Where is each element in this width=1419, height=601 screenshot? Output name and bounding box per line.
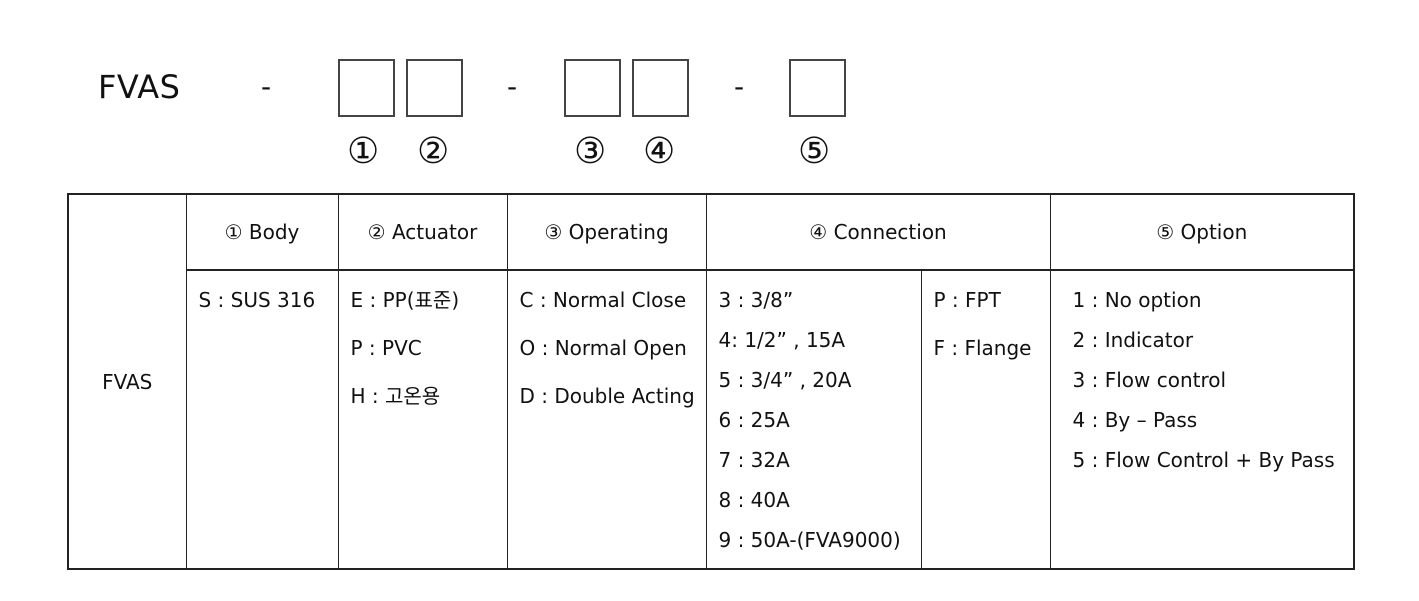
actuator-option: P : PVC (350, 336, 422, 360)
header-row: FVAS ① Body ② Actuator ③ Operating ④ Con… (67, 193, 1356, 570)
marker-5: ⑤ (798, 131, 831, 172)
model-prefix: FVAS (98, 68, 181, 106)
separator-dash: - (734, 70, 745, 103)
options-row: S : SUS 316 E : PP(표준) P : PVC H : 고온용 C… (68, 269, 1356, 570)
marker-1: ① (347, 131, 380, 172)
operating-option: C : Normal Close (519, 288, 687, 312)
connection-size-option: 4: 1/2” , 15A (718, 328, 846, 352)
body-cell: S : SUS 316 (185, 269, 339, 570)
connection-size-option: 9 : 50A-(FVA9000) (718, 528, 901, 552)
header-operating: ③ Operating (506, 193, 707, 271)
actuator-cell: E : PP(표준) P : PVC H : 고온용 (337, 269, 508, 570)
operating-cell: C : Normal Close O : Normal Open D : Dou… (506, 269, 707, 570)
actuator-option: E : PP(표준) (350, 288, 460, 312)
option-cell: 1 : No option 2 : Indicator 3 : Flow con… (1049, 269, 1356, 570)
code-box-connection (632, 59, 689, 117)
operating-option: O : Normal Open (519, 336, 687, 360)
option-item: 1 : No option (1072, 288, 1202, 312)
connection-size-option: 7 : 32A (718, 448, 790, 472)
code-box-body (338, 59, 395, 117)
connection-size-option: 8 : 40A (718, 488, 790, 512)
separator-dash: - (507, 70, 518, 103)
operating-option: D : Double Acting (519, 384, 695, 408)
connection-size-option: 6 : 25A (718, 408, 790, 432)
separator-dash: - (261, 70, 272, 103)
header-option: ⑤ Option (1049, 193, 1356, 271)
connection-size-option: 5 : 3/4” , 20A (718, 368, 852, 392)
brand-cell: FVAS (67, 193, 187, 570)
code-box-option (789, 59, 846, 117)
connection-size-option: 3 : 3/8” (718, 288, 794, 312)
header-actuator: ② Actuator (337, 193, 508, 271)
header-body: ① Body (185, 193, 339, 271)
model-code-row: FVAS - - - ① ② ③ ④ ⑤ (0, 0, 1419, 190)
body-option: S : SUS 316 (198, 288, 316, 312)
actuator-option: H : 고온용 (350, 384, 441, 408)
marker-3: ③ (574, 131, 607, 172)
option-item: 2 : Indicator (1072, 328, 1194, 352)
option-item: 3 : Flow control (1072, 368, 1227, 392)
connection-size-cell: 3 : 3/8” 4: 1/2” , 15A 5 : 3/4” , 20A 6 … (705, 269, 922, 570)
connection-type-option: F : Flange (933, 336, 1032, 360)
code-box-operating (564, 59, 621, 117)
connection-type-option: P : FPT (933, 288, 1001, 312)
option-item: 4 : By – Pass (1072, 408, 1198, 432)
marker-2: ② (417, 131, 450, 172)
option-item: 5 : Flow Control + By Pass (1072, 448, 1335, 472)
marker-4: ④ (643, 131, 676, 172)
header-connection: ④ Connection (705, 193, 1051, 271)
spec-table: FVAS ① Body ② Actuator ③ Operating ④ Con… (67, 193, 1356, 570)
connection-type-cell: P : FPT F : Flange (920, 269, 1051, 570)
code-box-actuator (406, 59, 463, 117)
